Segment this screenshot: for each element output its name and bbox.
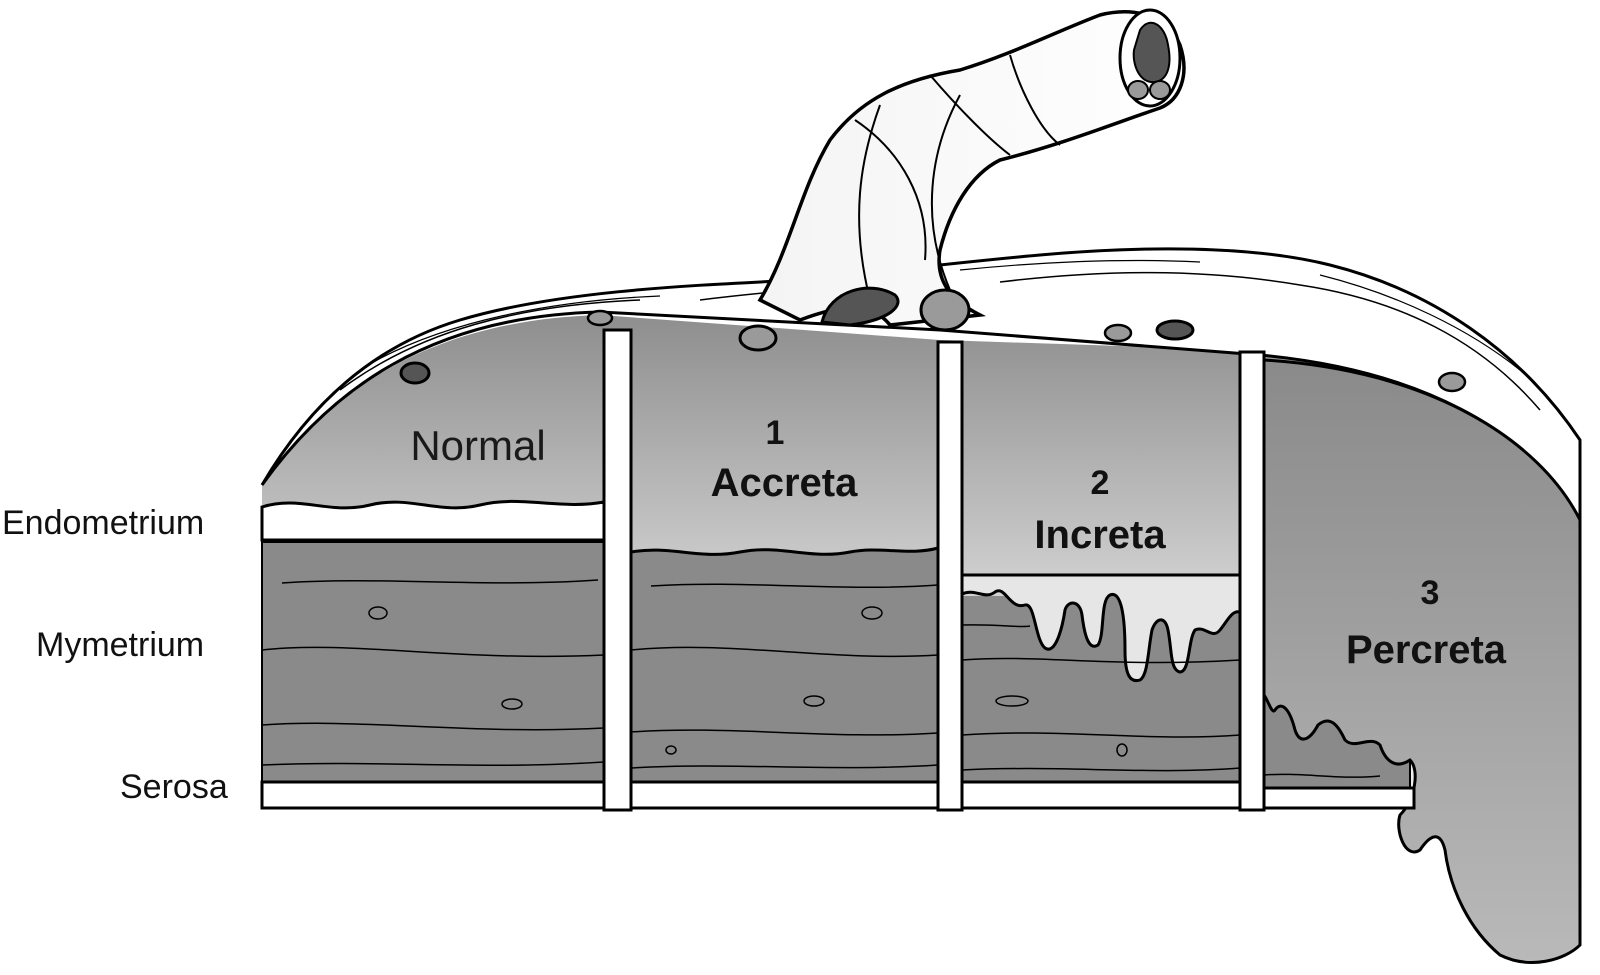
serosa-layer [260,780,606,810]
myometrium-vessel [861,606,883,620]
vessel [586,309,614,327]
myometrium-fiber [630,583,939,769]
label-serosa: Serosa [120,768,228,806]
myometrium-vessel [803,695,825,707]
vessel [1103,323,1133,343]
panel-divider [602,328,633,812]
chorionic-membrane [260,247,1582,526]
panel-label-accreta: Accreta [711,461,859,505]
vessel [1437,371,1467,393]
vessel [738,324,778,352]
myometrium-vessel [1116,743,1128,757]
myometrium-vessel [368,606,388,620]
myometrium-layer [261,541,605,783]
panel-divider [936,340,964,812]
myometrium-vessel [665,745,677,755]
myometrium-fiber [961,624,1241,772]
percreta-invasion [1262,358,1582,964]
membrane-fold-line [359,259,1521,371]
panel-label-normal: Normal [410,422,545,469]
endometrium-layer [260,499,606,542]
serosa-layer [629,780,940,810]
increta-invasion [960,573,1242,683]
label-endometrium: Endometrium [2,504,204,542]
myometrium-vessel [995,695,1029,707]
panel-percreta [1262,358,1582,964]
panel-increta [960,573,1242,810]
umbilical-artery [1149,80,1171,100]
cord-twist-line [854,54,1061,301]
vessel [1155,319,1195,341]
panel-number-percreta: 3 [1421,574,1440,612]
myometrium-fiber [261,579,605,766]
vessel [820,286,900,327]
panel-number-increta: 2 [1091,464,1110,502]
serosa-layer [960,780,1242,810]
umbilical-vein [1132,21,1171,84]
panel-label-percreta: Percreta [1346,628,1507,672]
serosa-layer [1262,786,1416,810]
panel-label-increta: Increta [1034,513,1166,557]
accreta-border [629,546,940,784]
panel-number-accreta: 1 [766,414,785,452]
myometrium-fiber [1263,773,1381,778]
panel-divider [1238,350,1266,812]
umbilical-artery [1127,80,1149,100]
panel-normal [260,499,606,810]
label-myometrium: Mymetrium [36,626,204,664]
panel-accreta [629,546,940,810]
vessel [919,288,971,332]
vessel [399,361,431,385]
myometrium-vessel [501,698,523,710]
